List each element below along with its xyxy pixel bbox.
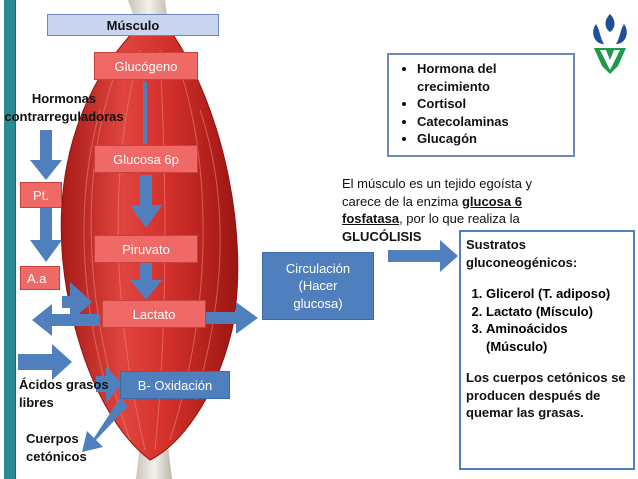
arrow-piruvato-lactato bbox=[130, 262, 162, 300]
acidos-line-1: Ácidos grasos bbox=[19, 377, 109, 392]
circulacion-line-1: Circulación bbox=[285, 260, 351, 276]
hormone-item: Hormona del crecimiento bbox=[417, 60, 567, 95]
cuerpos-line-2: cetónicos bbox=[26, 448, 87, 464]
description-glucolisis: GLUCÓLISIS bbox=[342, 228, 422, 244]
arrow-hormonas-pt bbox=[30, 130, 62, 180]
hormonas-label: Hormonas contrarreguladoras bbox=[0, 90, 128, 125]
arrow-lactato-circulacion bbox=[205, 302, 258, 334]
aa-box: A.a bbox=[20, 266, 60, 290]
hormones-list: Hormona del crecimiento Cortisol Catecol… bbox=[395, 60, 567, 148]
arrow-acidos-boxidacion bbox=[96, 366, 122, 402]
cuerpos-line-1: Cuerpos bbox=[26, 431, 79, 446]
lactato-box: Lactato bbox=[102, 300, 206, 328]
glucosa6p-box: Glucosa 6p bbox=[94, 145, 198, 173]
description-part-1: El músculo es un tejido egoísta y carece… bbox=[342, 176, 533, 209]
hormones-list-box: Hormona del crecimiento Cortisol Catecol… bbox=[387, 53, 575, 157]
hormone-item: Cortisol bbox=[417, 95, 567, 113]
arrow-circulacion-sustratos bbox=[388, 240, 458, 272]
diagram-title: Músculo bbox=[47, 14, 219, 36]
arrow-pt-aa bbox=[30, 206, 62, 262]
hormonas-line-1: Hormonas bbox=[31, 91, 97, 106]
circulacion-line-3: glucosa) bbox=[293, 295, 343, 311]
university-logo-icon bbox=[593, 14, 627, 74]
arrow-lactato-left bbox=[32, 304, 100, 336]
hormonas-line-2: contrarreguladoras bbox=[4, 108, 124, 124]
arrow-acidos-right bbox=[18, 344, 72, 380]
cuerpos-cetonicos-label: Cuerpos cetónicos bbox=[26, 430, 87, 465]
flow-arrows bbox=[18, 82, 458, 452]
acidos-grasos-label: Ácidos grasos libres bbox=[19, 376, 109, 411]
left-accent-bar bbox=[4, 0, 16, 479]
description-part-3: , por lo que realiza la bbox=[399, 211, 520, 227]
muscle-description: El músculo es un tejido egoísta y carece… bbox=[342, 175, 564, 245]
sustrato-item: Lactato (Mísculo) bbox=[486, 303, 628, 321]
arrow-boxidacion-cuerpos bbox=[82, 398, 128, 452]
hormone-item: Catecolaminas bbox=[417, 113, 567, 131]
circulacion-line-2: (Hacer bbox=[298, 278, 338, 294]
description-enzyme: glucosa 6 fosfatasa bbox=[342, 193, 522, 227]
sustratos-heading-1: Sustratos bbox=[466, 237, 526, 252]
acidos-line-2: libres bbox=[19, 394, 54, 410]
hormone-item: Glucagón bbox=[417, 130, 567, 148]
sustrato-item: Glicerol (T. adiposo) bbox=[486, 285, 628, 303]
boxidacion-box: B- Oxidación bbox=[120, 371, 230, 399]
pt-box: Pt. bbox=[20, 182, 62, 208]
piruvato-box: Piruvato bbox=[94, 235, 198, 263]
sustratos-note: Los cuerpos cetónicos se producen despué… bbox=[466, 370, 626, 421]
circulacion-box: Circulación (Hacer glucosa) bbox=[262, 252, 374, 320]
sustrato-item: Aminoácidos (Músculo) bbox=[486, 320, 628, 355]
glucogeno-box: Glucógeno bbox=[94, 52, 198, 80]
arrow-glucosa-piruvato bbox=[130, 175, 162, 228]
arrow-aa-lactato bbox=[62, 282, 92, 322]
sustratos-list: Glicerol (T. adiposo) Lactato (Mísculo) … bbox=[466, 285, 628, 355]
sustratos-heading-2: gluconeogénicos: bbox=[466, 254, 578, 270]
arrow-glucogeno-glucosa bbox=[143, 82, 147, 144]
sustratos-box: Sustratos gluconeogénicos: Glicerol (T. … bbox=[459, 230, 635, 470]
